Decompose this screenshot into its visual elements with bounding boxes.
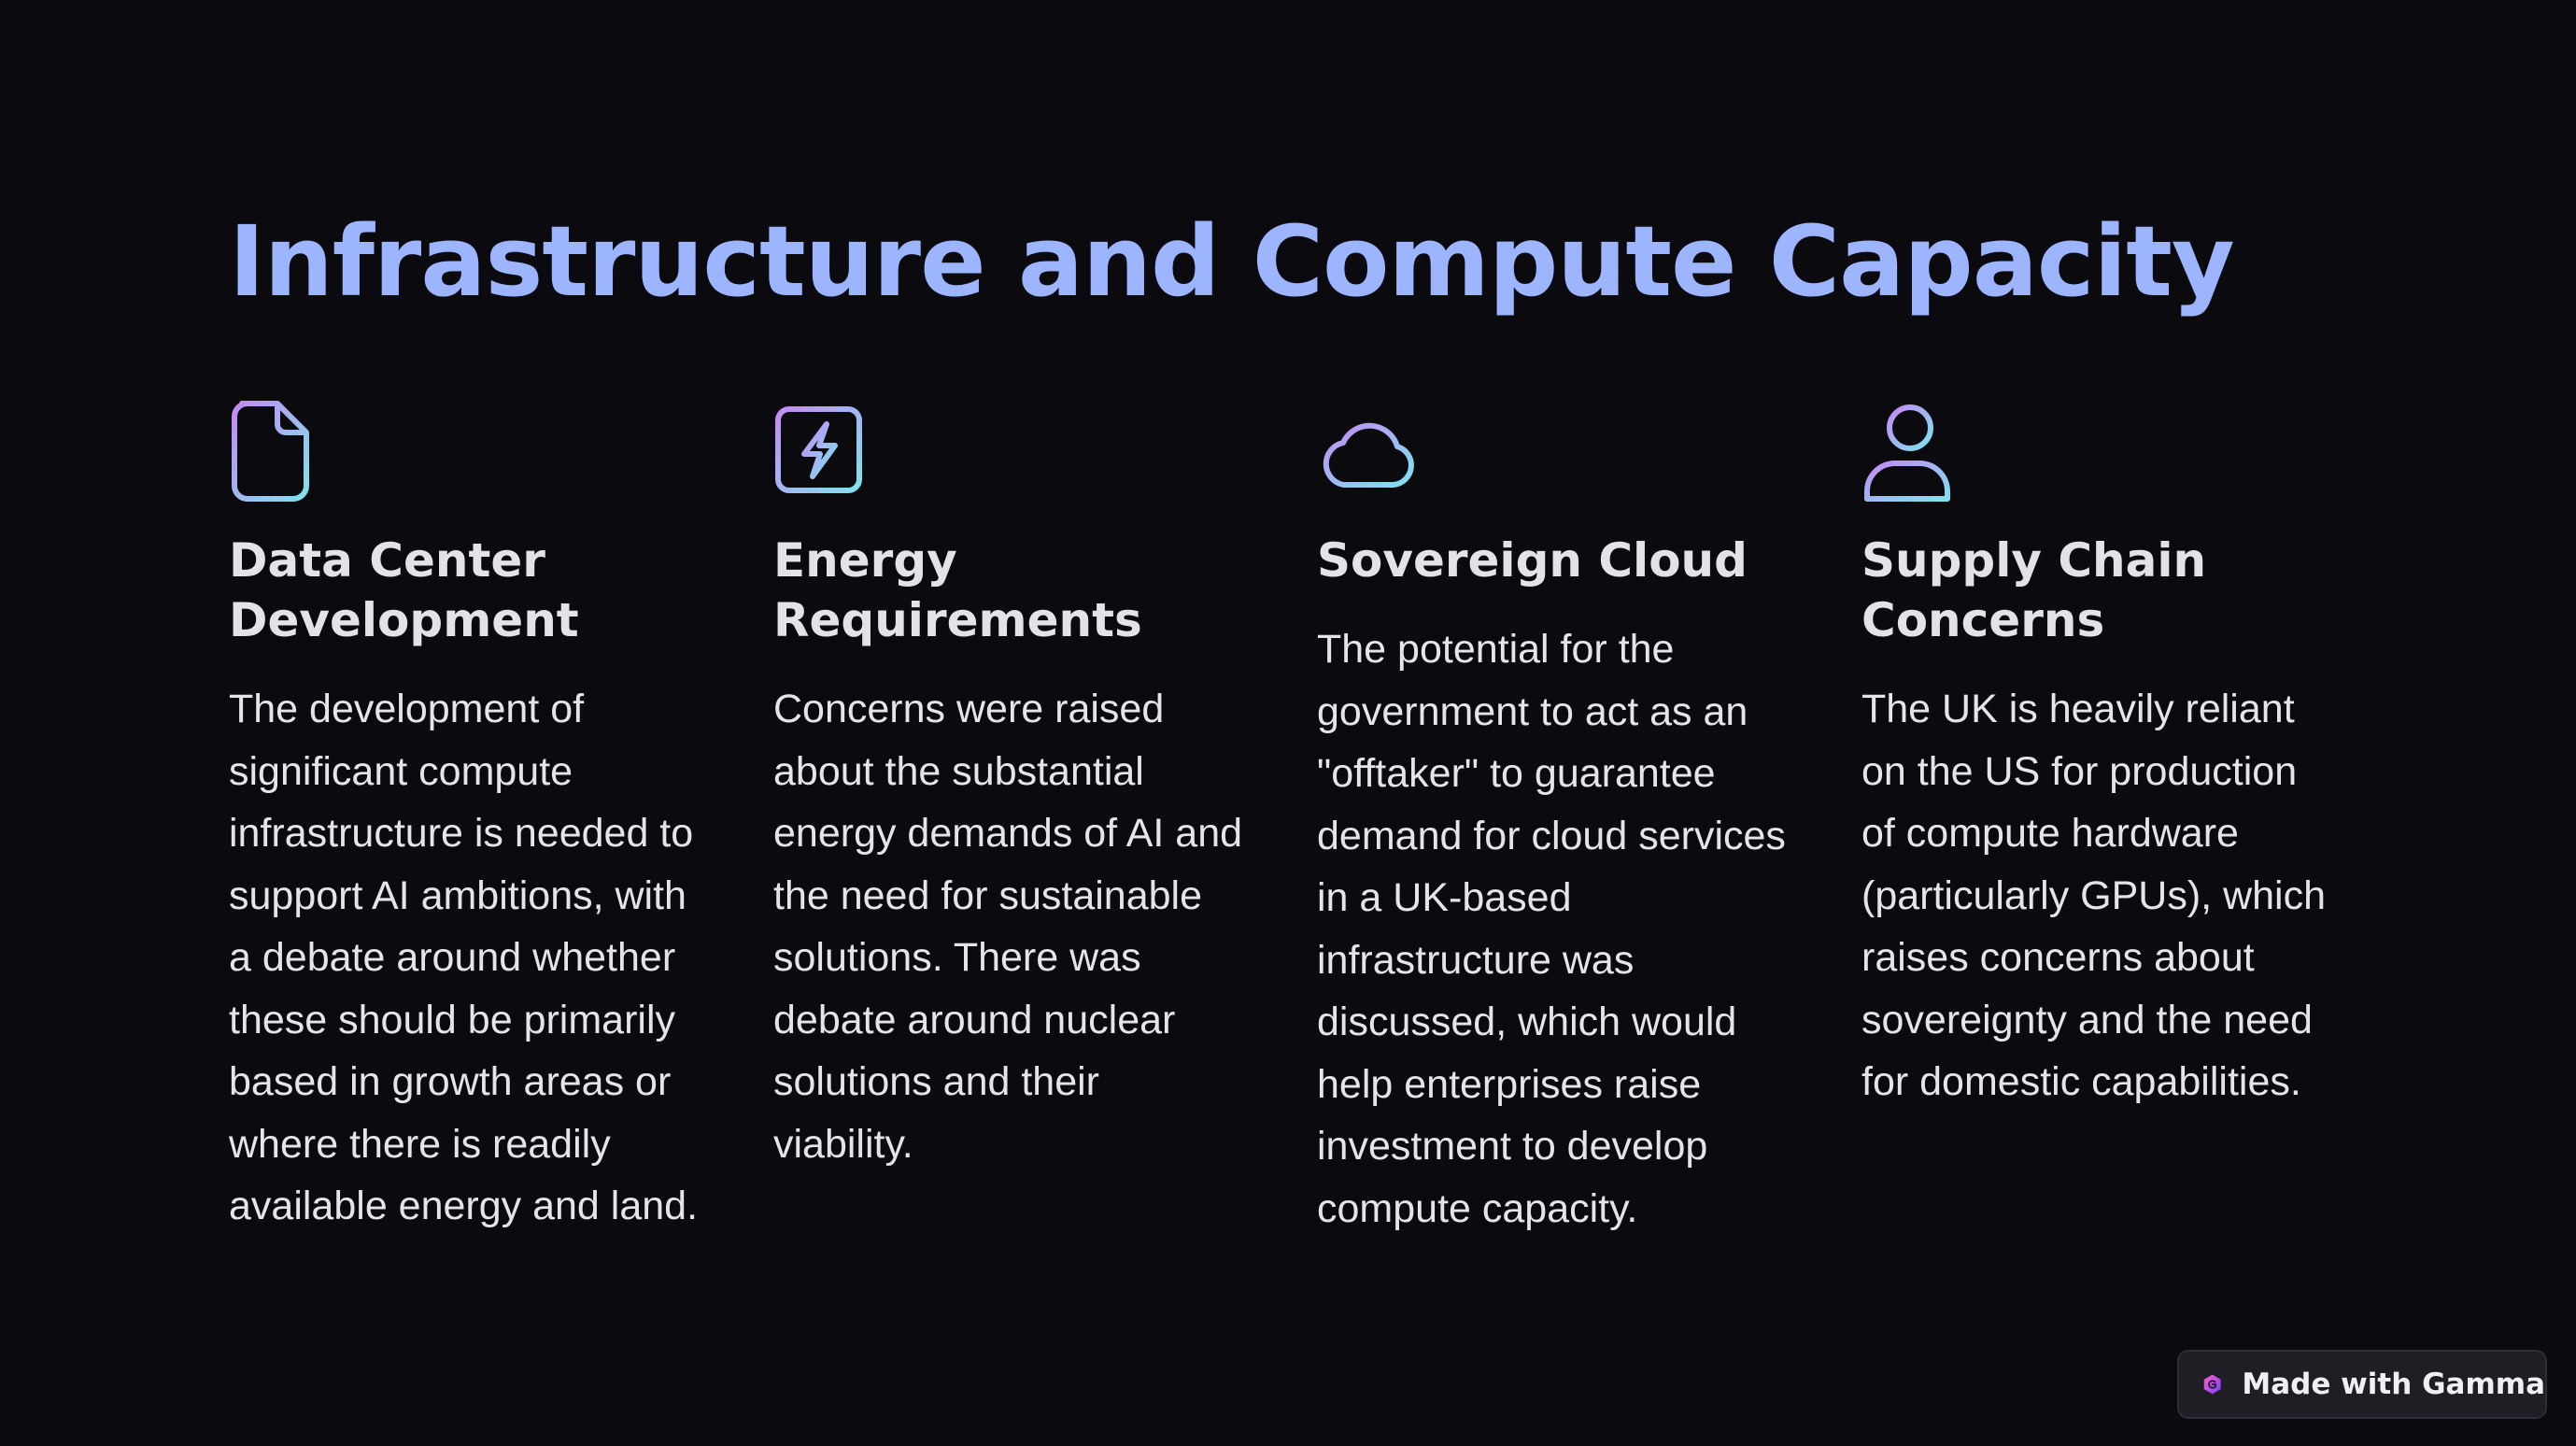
column-heading: Energy Requirements <box>773 533 1142 647</box>
column-energy: Energy Requirements Concerns were raised… <box>773 400 1268 1175</box>
badge-label: Made with Gamma <box>2242 1368 2545 1401</box>
slide-title: Infrastructure and Compute Capacity <box>229 205 2235 319</box>
column-heading: Data Center Development <box>229 533 579 647</box>
column-body: The potential for the government to act … <box>1317 627 1786 1231</box>
column-heading: Supply Chain Concerns <box>1861 533 2207 647</box>
user-icon <box>1861 400 2357 504</box>
column-body: Concerns were raised about the substanti… <box>773 687 1243 1167</box>
lightning-icon <box>773 400 1268 504</box>
gamma-logo-icon <box>2203 1374 2221 1395</box>
column-heading: Sovereign Cloud <box>1317 533 1748 588</box>
column-body: The UK is heavily reliant on the US for … <box>1861 687 2326 1104</box>
cloud-icon <box>1317 400 1812 504</box>
column-body: The development of significant compute i… <box>229 687 699 1228</box>
column-data-center: Data Center Development The development … <box>229 400 724 1238</box>
made-with-gamma-badge[interactable]: Made with Gamma <box>2177 1350 2547 1419</box>
column-sovereign-cloud: Sovereign Cloud The potential for the go… <box>1317 400 1812 1240</box>
column-supply-chain: Supply Chain Concerns The UK is heavily … <box>1861 400 2357 1113</box>
document-icon <box>229 400 724 504</box>
